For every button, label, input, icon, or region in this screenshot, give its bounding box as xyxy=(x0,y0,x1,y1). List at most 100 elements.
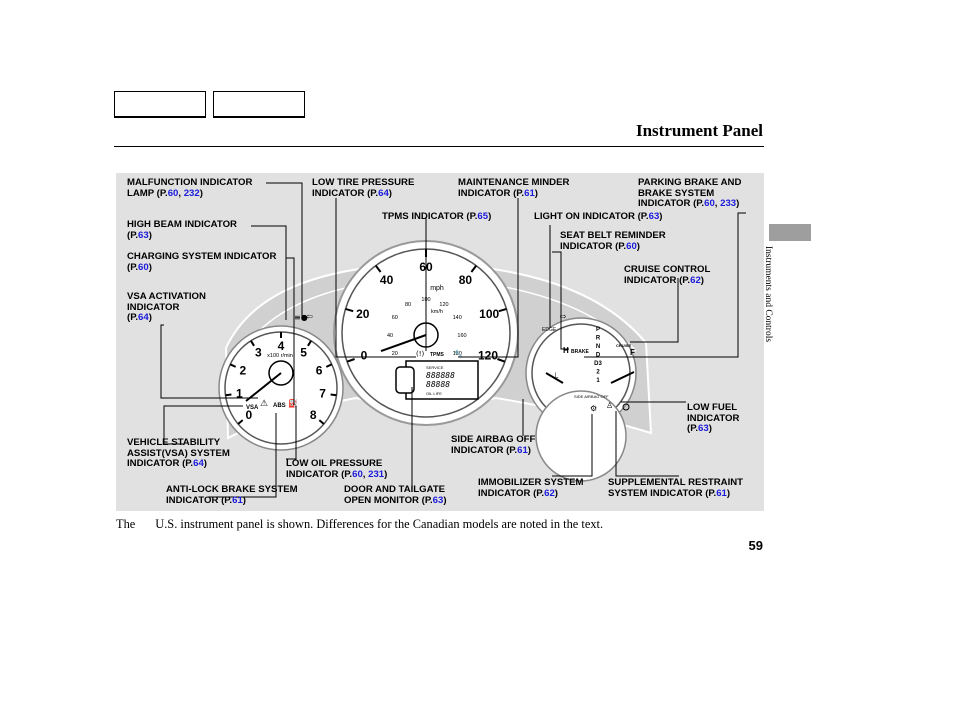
tacho-unit: x100 r/min xyxy=(267,353,293,359)
tacho-numeral-tick xyxy=(325,363,333,368)
svg-text:88888: 88888 xyxy=(426,380,450,389)
svg-text:888888: 888888 xyxy=(426,371,455,380)
header-rule xyxy=(114,146,764,147)
kmh-numeral: 60 xyxy=(392,315,398,321)
svg-text:⊥: ⊥ xyxy=(552,371,559,380)
tpms-icon: TPMS xyxy=(430,352,445,358)
gear-letter: D3 xyxy=(594,361,602,367)
header-box-right xyxy=(213,91,305,118)
display-service: SERVICE xyxy=(426,365,444,370)
speedo-numeral: 100 xyxy=(479,307,499,321)
section-tab xyxy=(769,224,811,241)
speedo-numeral: 0 xyxy=(361,349,368,363)
display-oil-life: OIL LIFE xyxy=(426,391,442,396)
vsa-activation-icon: ⚠ xyxy=(260,399,268,409)
tacho-numeral: 6 xyxy=(316,363,323,377)
tacho-numeral-tick xyxy=(225,393,232,397)
speedo-numeral-tick xyxy=(470,264,478,273)
kmh-numeral: 120 xyxy=(439,302,448,308)
tacho-numeral: 5 xyxy=(300,346,307,360)
temp-hot-label: H xyxy=(563,346,569,355)
turn-left-icon: ⇦ xyxy=(306,312,313,321)
turn-right-icon: ⇨ xyxy=(560,312,567,321)
tacho-numeral: 0 xyxy=(245,408,252,422)
section-tab-label: Instruments and Controls xyxy=(763,246,773,343)
tacho-numeral: 8 xyxy=(310,408,317,422)
gear-letter: 2 xyxy=(596,370,600,376)
gear-letter: 1 xyxy=(596,378,600,384)
speedo-numeral-tick xyxy=(498,307,507,313)
tacho-numeral-tick xyxy=(318,419,325,425)
kmh-numeral: 80 xyxy=(405,302,411,308)
speedo-numeral: 120 xyxy=(478,349,498,363)
maintenance-wrench-icon: 🔧 xyxy=(454,349,463,358)
speedo-kmh-unit: km/h xyxy=(431,309,443,315)
speedo-numeral-tick xyxy=(374,264,382,273)
kmh-numeral: 20 xyxy=(392,351,398,357)
airbag-off-icon: SIDE AIRBAG OFF xyxy=(574,394,609,399)
speedo-numeral: 80 xyxy=(459,273,473,287)
tacho-numeral-tick xyxy=(307,340,312,347)
low-tire-icon: (!) xyxy=(416,350,425,358)
gear-letter: P xyxy=(596,327,600,333)
high-beam-icon: ≡● xyxy=(294,313,308,322)
warning-lamp-panel xyxy=(535,390,627,482)
light-on-icon: EDGE xyxy=(542,327,557,333)
callout-light-on: LIGHT ON INDICATOR (P.63) xyxy=(534,211,663,222)
tacho-numeral: 2 xyxy=(240,363,247,377)
tacho-numeral: 1 xyxy=(236,387,243,401)
callout-charging: CHARGING SYSTEM INDICATOR(P.60) xyxy=(127,251,277,273)
abs-icon: ABS xyxy=(273,403,286,409)
speedo-numeral-tick xyxy=(346,358,355,363)
callout-leader-lines xyxy=(160,182,746,498)
cruise-control-icon: CRUISE xyxy=(616,343,631,348)
tacho-numeral-tick xyxy=(330,393,337,397)
callout-high-beam: HIGH BEAM INDICATOR(P.63) xyxy=(127,219,237,241)
tacho-numeral: 7 xyxy=(319,387,326,401)
kmh-numeral: 140 xyxy=(453,315,462,321)
page-number: 59 xyxy=(748,538,763,553)
low-oil-icon: ⛽ xyxy=(288,398,298,408)
header-box-left xyxy=(114,91,206,118)
speedo-unit: mph xyxy=(430,285,444,292)
tacho-numeral-tick xyxy=(229,363,237,368)
fuel-full-label: F xyxy=(630,348,635,357)
tacho-numeral-tick xyxy=(250,340,255,347)
speedo-numeral: 20 xyxy=(356,307,370,321)
tacho-numeral: 4 xyxy=(278,339,285,353)
tacho-numeral: 3 xyxy=(255,346,262,360)
speedo-numeral-tick xyxy=(345,307,354,313)
immobilizer-icon: ⚙ xyxy=(590,404,597,413)
callout-tpms: TPMS INDICATOR (P.65) xyxy=(382,211,492,222)
tacho-numeral-tick xyxy=(237,419,244,425)
gear-letter: R xyxy=(596,336,601,342)
kmh-numeral: 160 xyxy=(457,333,466,339)
speedo-numeral-tick xyxy=(497,358,506,363)
brake-icon: BRAKE xyxy=(571,349,589,355)
gear-letter: N xyxy=(596,344,600,350)
page-title: Instrument Panel xyxy=(635,121,763,140)
low-fuel-icon xyxy=(622,403,630,411)
vsa-system-icon: VSA xyxy=(246,405,259,411)
gear-letter: D xyxy=(596,353,601,359)
speedo-numeral: 40 xyxy=(380,273,394,287)
kmh-numeral: 40 xyxy=(387,333,393,339)
